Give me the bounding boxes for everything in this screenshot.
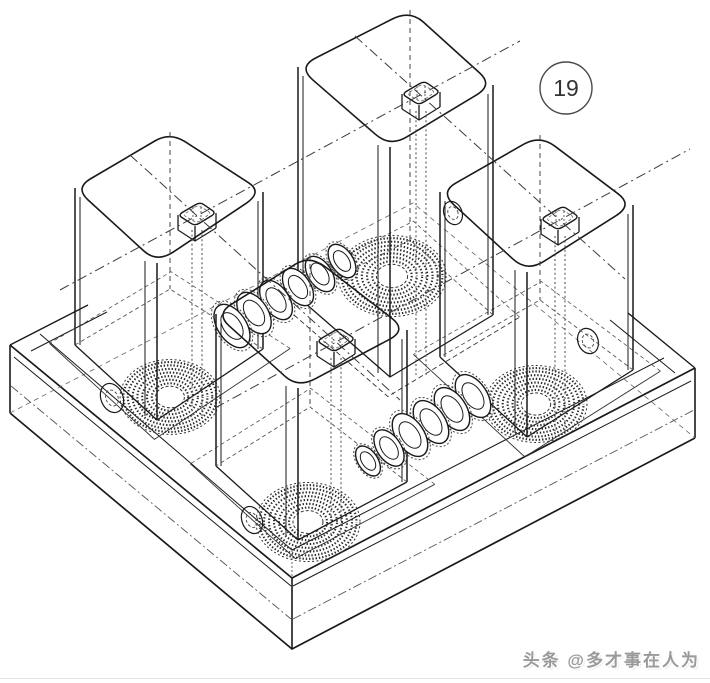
callout-number: 19 — [553, 75, 579, 101]
spiral-torus-left — [119, 359, 221, 435]
callout-circle — [539, 61, 593, 115]
bottom-divider-line — [0, 678, 710, 679]
drawing-layers — [9, 10, 696, 650]
center-lines — [59, 35, 691, 409]
block-back-middle — [297, 10, 494, 378]
figure-callout: 19 — [539, 61, 593, 115]
bore-holes — [99, 200, 600, 535]
spiral-torus-front — [255, 481, 361, 563]
block-right — [439, 135, 634, 438]
watermark: 头条 @多才事在人为 — [522, 651, 700, 670]
block-front — [215, 255, 408, 541]
spring-row-front — [353, 370, 494, 479]
top-knobs — [177, 81, 580, 368]
spiral-torus-back — [337, 234, 447, 318]
axis-dotted-lines — [191, 111, 566, 536]
